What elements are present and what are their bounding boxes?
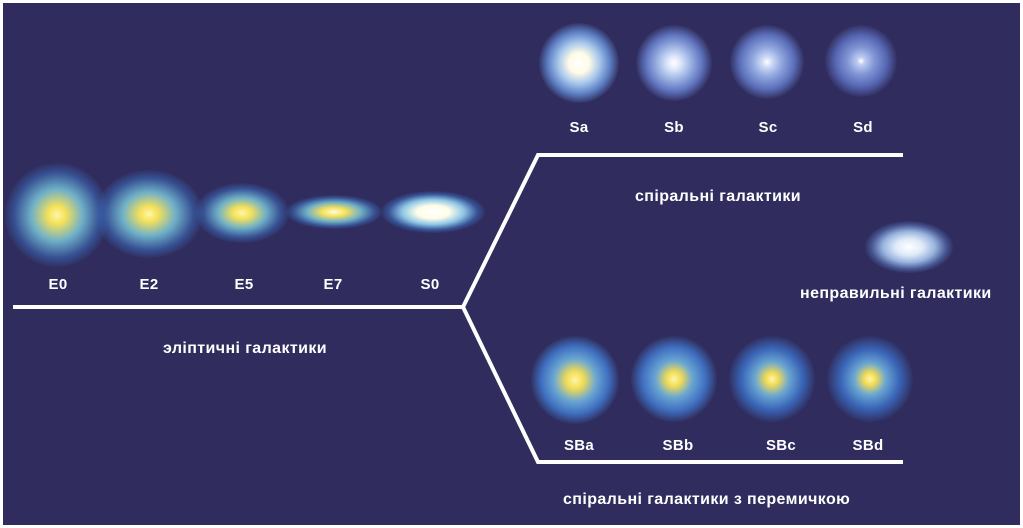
hubble-diagram: E0 E2 E5 E7 S0 эліптичні галактики Sa Sb… [3, 3, 1020, 525]
elliptical-title: эліптичні галактики [163, 340, 327, 357]
galaxy-e5 [195, 183, 289, 243]
label-sbd: SBd [852, 437, 884, 454]
label-e7: E7 [323, 276, 343, 293]
barred-title: спіральні галактики з перемичкою [563, 491, 851, 508]
galaxy-sd [825, 25, 897, 97]
galaxy-sba [531, 336, 619, 424]
galaxy-e2 [95, 170, 203, 258]
label-sa: Sa [569, 119, 589, 136]
label-sba: SBa [563, 437, 595, 454]
galaxy-sbb [631, 336, 717, 422]
barred-branch-line [461, 306, 903, 464]
irregular-title: неправильні галактики [800, 285, 992, 302]
label-sb: Sb [664, 119, 684, 136]
label-sc: Sc [758, 119, 778, 136]
galaxy-sbd [827, 336, 913, 422]
galaxy-s0 [381, 191, 485, 233]
galaxy-irregular [865, 221, 953, 273]
label-s0: S0 [420, 276, 440, 293]
elliptical-branch-line [13, 153, 903, 309]
label-sbb: SBb [662, 437, 694, 454]
label-e5: E5 [234, 276, 254, 293]
galaxy-sc [730, 25, 804, 99]
label-sd: Sd [853, 119, 873, 136]
tuning-fork-lines [13, 153, 903, 464]
label-e2: E2 [139, 276, 159, 293]
label-sbc: SBc [765, 437, 797, 454]
label-e0: E0 [48, 276, 68, 293]
galaxy-sbc [729, 336, 815, 422]
galaxy-e0 [5, 163, 109, 267]
galaxy-sa [539, 23, 619, 103]
galaxy-sb [636, 25, 712, 101]
galaxy-e7 [286, 195, 382, 229]
spiral-title: спіральні галактики [635, 188, 801, 205]
